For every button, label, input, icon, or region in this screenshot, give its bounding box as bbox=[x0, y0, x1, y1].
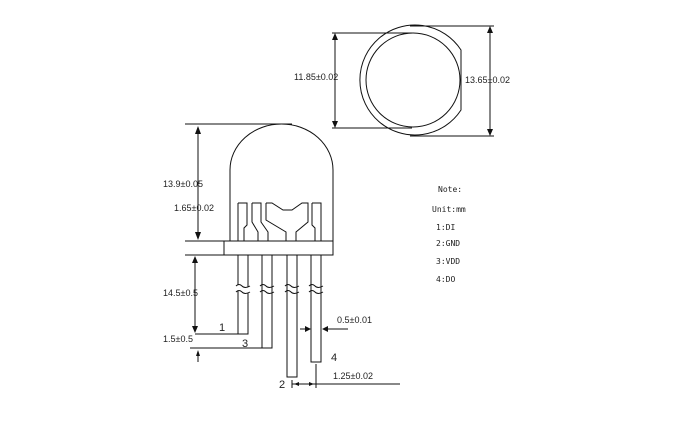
notes: Note: Unit:mm 1:DI 2:GND 3:VDD 4:DO bbox=[432, 185, 466, 284]
lead-offset-label: 1.5±0.5 bbox=[163, 334, 193, 344]
height-label: 13.9±0.05 bbox=[163, 179, 203, 189]
outer-outline bbox=[359, 24, 462, 136]
pin-2-label: 2 bbox=[279, 379, 285, 391]
flange-label: 1.65±0.02 bbox=[174, 203, 214, 213]
lead-4 bbox=[310, 255, 322, 363]
outer-diameter-label: 13.65±0.02 bbox=[465, 75, 510, 85]
lead-width-label: 0.5±0.01 bbox=[337, 315, 372, 325]
flange bbox=[223, 240, 334, 256]
top-view: 11.85±0.02 13.65±0.02 bbox=[294, 24, 510, 137]
lead-1 bbox=[237, 255, 249, 335]
note-pin-1: 1:DI bbox=[436, 223, 455, 232]
inner-diameter-label: 11.85±0.02 bbox=[294, 72, 338, 82]
note-pin-4: 4:DO bbox=[436, 275, 455, 284]
lead-pitch-label: 1.25±0.02 bbox=[333, 371, 373, 381]
lead-2 bbox=[286, 255, 298, 378]
pin-4-label: 4 bbox=[331, 352, 337, 364]
note-pin-3: 3:VDD bbox=[436, 257, 460, 266]
note-unit: Unit:mm bbox=[432, 205, 466, 214]
lead-length-label: 14.5±0.5 bbox=[163, 288, 198, 298]
side-view: 13.9±0.05 1.65±0.02 14.5±0.5 1.5±0.5 1 3… bbox=[163, 123, 400, 391]
inner-circle bbox=[365, 32, 461, 128]
dome bbox=[229, 123, 334, 241]
lead-3 bbox=[261, 255, 273, 349]
pin-3-label: 3 bbox=[242, 338, 248, 350]
note-title: Note: bbox=[438, 185, 462, 194]
pin-1-label: 1 bbox=[219, 322, 225, 334]
note-pin-2: 2:GND bbox=[436, 239, 460, 248]
